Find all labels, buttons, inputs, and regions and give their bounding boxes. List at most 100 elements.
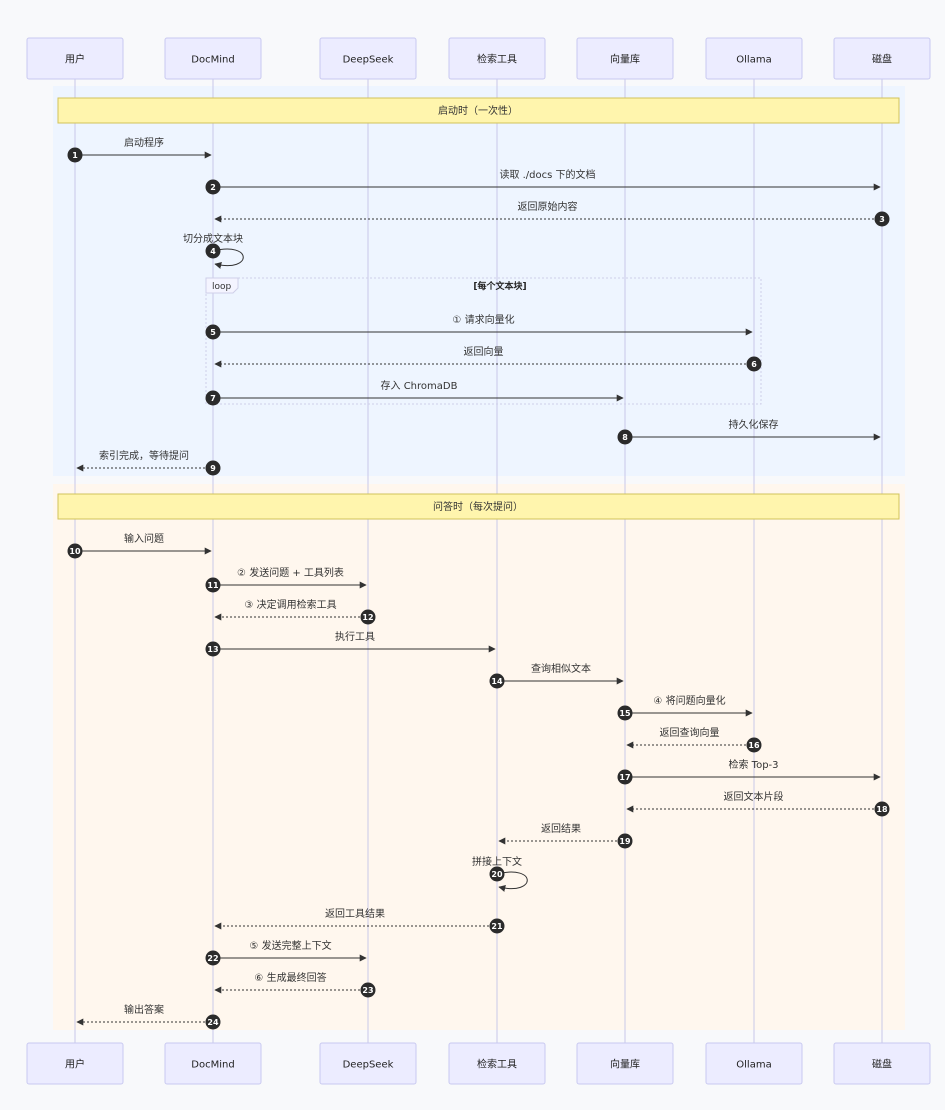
sequence-number: 1 [72,151,78,160]
message-label: 读取 ./docs 下的文档 [499,168,595,181]
actor-ollama-bottom: Ollama [705,1042,803,1085]
message-label: 启动程序 [124,136,164,149]
actor-box [26,37,124,80]
sequence-number: 7 [210,394,216,403]
sequence-number: 22 [207,954,218,963]
message-label: 返回工具结果 [325,907,385,920]
loop-tab [205,277,239,294]
message-23: ⑥ 生成最终回答 23 [214,971,376,998]
phase-note [57,493,900,520]
sequence-number-badge [617,429,633,445]
sequence-number-badge [205,243,221,259]
sequence-number: 19 [619,837,631,846]
loop-label: loop [212,282,232,292]
message-label: 索引完成，等待提问 [99,449,189,462]
sequence-number: 11 [207,581,219,590]
actor-label: 磁盘 [872,1058,892,1071]
message-label: ① 请求向量化 [452,313,514,326]
phase-title: 问答时（每次提问） [433,500,523,513]
sequence-number-badge [617,833,633,849]
actor-docmind-bottom: DocMind [164,1042,262,1085]
actor-box [319,1042,417,1085]
sequence-number-badge [874,801,890,817]
actor-box [833,37,931,80]
message-11: ② 发送问题 + 工具列表 11 [205,566,367,593]
message-13: 执行工具 13 [205,630,496,657]
sequence-number-badge [489,673,505,689]
sequence-number-badge [489,918,505,934]
phase-title: 启动时（一次性） [438,104,518,117]
self-message-arrow [212,248,244,269]
actor-box [164,37,262,80]
actor-box [705,1042,803,1085]
sequence-number-badge [489,866,505,882]
actor-ollama-top: Ollama [705,37,803,80]
actor-deepseek-top: DeepSeek [319,37,417,80]
sequence-number-badge [205,390,221,406]
sequence-number-badge [205,1014,221,1030]
sequence-number-badge [746,737,762,753]
loop-frame [205,277,762,405]
actor-label: 用户 [65,53,85,66]
sequence-number: 23 [362,986,373,995]
sequence-number: 4 [210,247,216,256]
actor-label: 向量库 [610,1058,640,1071]
message-label: 切分成文本块 [183,232,243,245]
actor-tool-top: 检索工具 [448,37,546,80]
actor-label: 向量库 [610,53,640,66]
loop-condition: [每个文本块] [473,280,526,292]
actor-box [705,37,803,80]
actor-box [576,1042,674,1085]
sequence-number-badge [205,950,221,966]
sequence-number: 14 [491,677,503,686]
sequence-number-badge [360,982,376,998]
sequence-number-badge [205,179,221,195]
actor-box [319,37,417,80]
message-label: 返回文本片段 [724,790,784,803]
sequence-number-badge [617,705,633,721]
message-17: 检索 Top-317 [617,758,881,785]
actor-label: 检索工具 [477,1058,517,1071]
message-2: 读取 ./docs 下的文档 2 [205,168,881,195]
actor-tool-bottom: 检索工具 [448,1042,546,1085]
message-label: 查询相似文本 [531,662,591,675]
sequence-number-badge [205,641,221,657]
sequence-number-badge [205,460,221,476]
message-4: 切分成文本块 4 [183,232,244,269]
sequence-number: 17 [619,773,630,782]
message-label: 拼接上下文 [472,855,522,868]
sequence-number-badge [205,324,221,340]
actor-label: DeepSeek [343,1060,394,1071]
sequence-number: 15 [619,709,631,718]
actor-deepseek-bottom: DeepSeek [319,1042,417,1085]
sequence-number: 13 [207,645,218,654]
message-label: ② 发送问题 + 工具列表 [237,566,344,579]
phase-note [57,97,900,124]
actor-box [26,1042,124,1085]
actor-user-top: 用户 [26,37,124,80]
sequence-number: 2 [210,183,216,192]
message-label: ⑥ 生成最终回答 [254,971,326,984]
sequence-number: 8 [622,433,628,442]
self-message-arrow [496,871,528,892]
message-label: 执行工具 [335,630,375,643]
message-label: 返回向量 [464,345,504,358]
actor-box [833,1042,931,1085]
actor-vdb-bottom: 向量库 [576,1042,674,1085]
actor-box [164,1042,262,1085]
sequence-number-badge [67,147,83,163]
sequence-number: 24 [207,1018,219,1027]
sequence-number-badge [617,769,633,785]
sequence-number: 20 [491,870,503,879]
sequence-number: 10 [69,547,81,556]
message-label: ⑤ 发送完整上下文 [249,939,331,952]
